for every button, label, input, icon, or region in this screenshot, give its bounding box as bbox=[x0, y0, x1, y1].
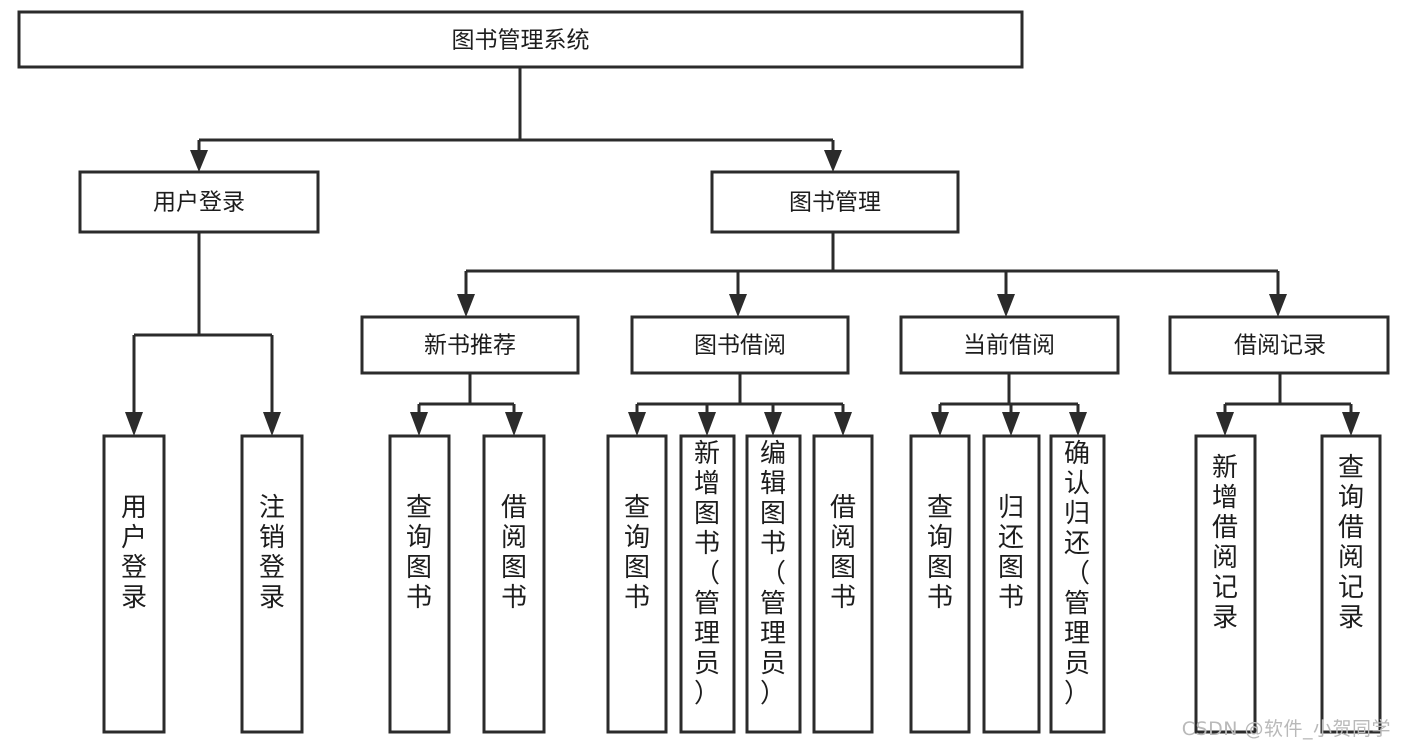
node-leaf-add-book-admin-label: 新增图书（管理员） bbox=[694, 439, 720, 709]
arrow-head-current-borrow bbox=[997, 294, 1015, 317]
node-book-manage[interactable]: 图书管理 bbox=[710, 170, 960, 234]
node-leaf-query-book-recommend-box[interactable] bbox=[388, 434, 451, 734]
arrow-head-leaf-query-book-borrow bbox=[628, 412, 646, 436]
node-leaf-query-book-recommend[interactable]: 查询图书 bbox=[388, 434, 451, 734]
node-root-box[interactable] bbox=[17, 10, 1024, 69]
node-current-borrow[interactable]: 当前借阅 bbox=[899, 315, 1120, 375]
node-new-book-recommend-box[interactable] bbox=[360, 315, 580, 375]
node-leaf-borrow-book-label: 借阅图书 bbox=[830, 493, 856, 613]
node-leaf-return-book-box[interactable] bbox=[982, 434, 1041, 734]
node-book-manage-box[interactable] bbox=[710, 170, 960, 234]
node-book-borrow-box[interactable] bbox=[630, 315, 850, 375]
node-leaf-logout-login-box[interactable] bbox=[240, 434, 304, 734]
node-book-borrow-label: 图书借阅 bbox=[694, 333, 786, 359]
node-leaf-query-borrow-record-label: 查询借阅记录 bbox=[1338, 453, 1364, 633]
node-leaf-user-login[interactable]: 用户登录 bbox=[102, 434, 166, 734]
node-leaf-logout-login-label: 注销登录 bbox=[259, 493, 285, 613]
node-leaf-query-book-current[interactable]: 查询图书 bbox=[909, 434, 971, 734]
node-leaf-borrow-book-recommend-box[interactable] bbox=[482, 434, 546, 734]
node-borrow-record-label: 借阅记录 bbox=[1234, 333, 1326, 359]
arrow-head-new-book-recommend bbox=[457, 294, 475, 317]
node-leaf-query-borrow-record-box[interactable] bbox=[1320, 434, 1382, 734]
node-current-borrow-box[interactable] bbox=[899, 315, 1120, 375]
node-leaf-borrow-book-box[interactable] bbox=[812, 434, 874, 734]
node-leaf-query-book-borrow-box[interactable] bbox=[606, 434, 668, 734]
node-leaf-query-book-current-label: 查询图书 bbox=[927, 493, 953, 613]
arrow-head-leaf-user-login bbox=[125, 412, 143, 436]
arrow-head-leaf-confirm-return-admin bbox=[1069, 412, 1087, 436]
node-leaf-query-book-borrow-label: 查询图书 bbox=[624, 493, 650, 613]
node-book-borrow[interactable]: 图书借阅 bbox=[630, 315, 850, 375]
node-leaf-confirm-return-admin-label: 确认归还（管理员） bbox=[1064, 439, 1090, 709]
node-leaf-logout-login[interactable]: 注销登录 bbox=[240, 434, 304, 734]
arrow-head-leaf-edit-book-admin bbox=[764, 412, 782, 436]
node-leaf-query-book-recommend-label: 查询图书 bbox=[406, 493, 432, 613]
node-leaf-add-borrow-record-label: 新增借阅记录 bbox=[1212, 453, 1238, 633]
arrow-head-book-borrow bbox=[729, 294, 747, 317]
arrow-head-leaf-query-book-current bbox=[931, 412, 949, 436]
csdn-watermark: CSDN @软件_小贺同学 bbox=[1181, 718, 1391, 740]
node-root[interactable]: 图书管理系统 bbox=[17, 10, 1024, 69]
arrow-head-user-login bbox=[190, 150, 208, 172]
node-borrow-record[interactable]: 借阅记录 bbox=[1168, 315, 1390, 375]
arrow-head-leaf-query-borrow-record bbox=[1342, 412, 1360, 436]
node-leaf-borrow-book[interactable]: 借阅图书 bbox=[812, 434, 874, 734]
node-borrow-record-box[interactable] bbox=[1168, 315, 1390, 375]
node-new-book-recommend-label: 新书推荐 bbox=[424, 333, 516, 359]
node-leaf-user-login-label: 用户登录 bbox=[121, 493, 147, 613]
node-leaf-query-borrow-record[interactable]: 查询借阅记录 bbox=[1320, 434, 1382, 734]
node-user-login-box[interactable] bbox=[78, 170, 320, 234]
node-leaf-borrow-book-recommend-label: 借阅图书 bbox=[501, 493, 527, 613]
node-new-book-recommend[interactable]: 新书推荐 bbox=[360, 315, 580, 375]
arrow-head-leaf-add-book-admin bbox=[698, 412, 716, 436]
node-leaf-confirm-return-admin[interactable]: 确认归还（管理员） bbox=[1049, 434, 1106, 734]
node-leaf-add-book-admin[interactable]: 新增图书（管理员） bbox=[679, 434, 736, 734]
node-leaf-user-login-box[interactable] bbox=[102, 434, 166, 734]
arrow-head-leaf-borrow-book bbox=[834, 412, 852, 436]
node-leaf-edit-book-admin-label: 编辑图书（管理员） bbox=[760, 439, 786, 709]
node-leaf-return-book-label: 归还图书 bbox=[998, 493, 1024, 613]
node-leaf-add-borrow-record[interactable]: 新增借阅记录 bbox=[1194, 434, 1257, 734]
node-leaf-confirm-return-admin-box[interactable] bbox=[1049, 434, 1106, 734]
arrow-head-leaf-borrow-book-recommend bbox=[505, 412, 523, 436]
arrow-head-borrow-record bbox=[1269, 294, 1287, 317]
arrow-head-leaf-return-book bbox=[1002, 412, 1020, 436]
node-user-login-label: 用户登录 bbox=[153, 190, 245, 216]
arrow-head-book-manage bbox=[824, 150, 842, 172]
arrow-head-leaf-query-book-recommend bbox=[410, 412, 428, 436]
node-current-borrow-label: 当前借阅 bbox=[963, 333, 1055, 359]
node-leaf-query-book-current-box[interactable] bbox=[909, 434, 971, 734]
node-user-login[interactable]: 用户登录 bbox=[78, 170, 320, 234]
node-root-label: 图书管理系统 bbox=[452, 28, 590, 54]
node-leaf-add-book-admin-box[interactable] bbox=[679, 434, 736, 734]
node-leaf-edit-book-admin[interactable]: 编辑图书（管理员） bbox=[745, 434, 802, 734]
arrow-head-leaf-add-borrow-record bbox=[1216, 412, 1234, 436]
node-leaf-add-borrow-record-box[interactable] bbox=[1194, 434, 1257, 734]
edges-layer bbox=[125, 67, 1360, 436]
node-leaf-return-book[interactable]: 归还图书 bbox=[982, 434, 1041, 734]
node-leaf-borrow-book-recommend[interactable]: 借阅图书 bbox=[482, 434, 546, 734]
arrow-head-leaf-logout-login bbox=[263, 412, 281, 436]
node-leaf-edit-book-admin-box[interactable] bbox=[745, 434, 802, 734]
node-book-manage-label: 图书管理 bbox=[789, 190, 881, 216]
node-leaf-query-book-borrow[interactable]: 查询图书 bbox=[606, 434, 668, 734]
